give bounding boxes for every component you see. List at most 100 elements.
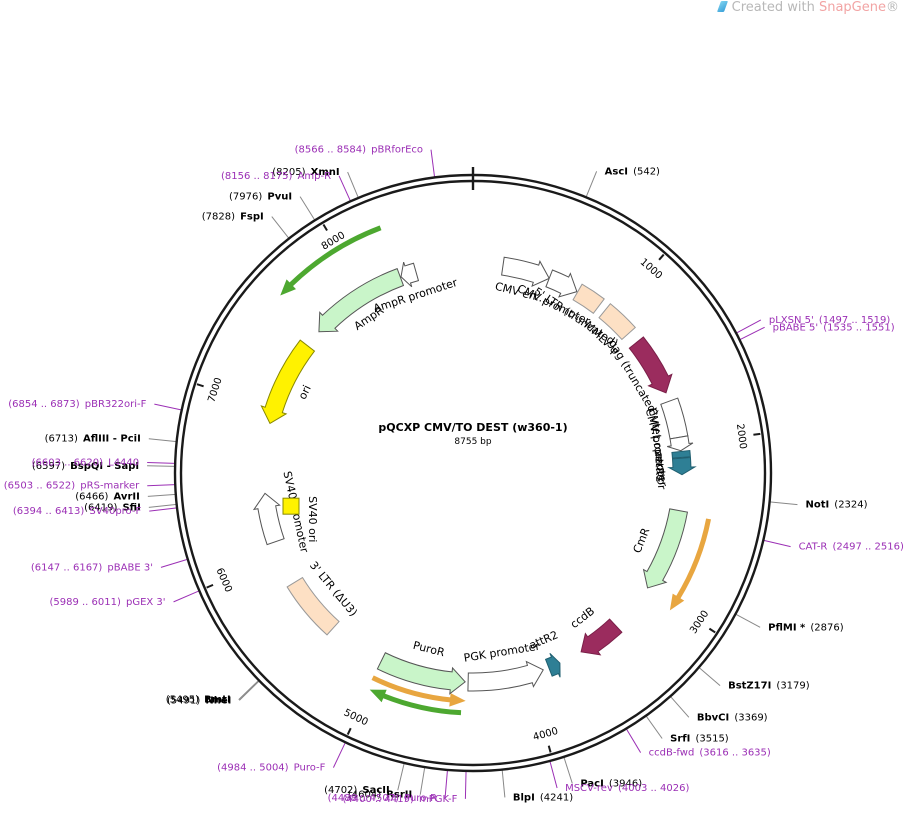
svg-text:CAT-R (2497 .. 2516): CAT-R (2497 .. 2516): [799, 536, 904, 555]
primer-pbr322ori-f[interactable]: (6854 .. 6873) pBR322ori-F: [8, 394, 146, 413]
tick-label: 3000: [688, 609, 711, 636]
site-rsrii[interactable]: (4604) RsrII: [348, 784, 412, 803]
svg-text:(4400 .. 4419) mPGK-F: (4400 .. 4419) mPGK-F: [342, 788, 457, 807]
enzyme-name: RsrII: [386, 790, 412, 801]
enzyme-leader: [347, 171, 359, 199]
feature-tet-operator[interactable]: tet operator: [649, 423, 691, 491]
primer-coord: (4003 .. 4026): [618, 783, 690, 794]
site-bbvci[interactable]: BbvCI (3369): [697, 707, 768, 726]
site-sacii[interactable]: (4702) SacII: [324, 780, 390, 799]
plasmid-length: 8755 bp: [454, 437, 491, 447]
primer-leader: [430, 149, 436, 178]
primer-puro-f[interactable]: (4984 .. 5004) Puro-F: [217, 757, 326, 776]
primer-pgex-3[interactable]: (5989 .. 6011) pGEX 3': [49, 591, 165, 610]
primer-pbrforeco[interactable]: (8566 .. 8584) pBRforEco: [295, 139, 423, 158]
svg-text:(6854 .. 6873) pBR322ori-F: (6854 .. 6873) pBR322ori-F: [8, 394, 146, 413]
enzyme-name: BmtI: [204, 695, 231, 706]
primer-coord: (4984 .. 5004): [217, 763, 289, 774]
plasmid-name: pQCXP CMV/TO DEST (w360-1): [378, 421, 567, 434]
primer-leader: [338, 175, 352, 202]
primer-prs-marker[interactable]: (6503 .. 6522) pRS-marker: [4, 475, 140, 494]
watermark: Created with SnapGene®: [716, 0, 899, 15]
primer-name: pBABE 3': [107, 562, 153, 573]
enzyme-leader: [271, 216, 290, 239]
site-asci[interactable]: AscI (542): [605, 161, 660, 180]
enzyme-name: NotI: [805, 500, 829, 511]
site-noti[interactable]: NotI (2324): [805, 494, 867, 513]
svg-text:(7828) FspI: (7828) FspI: [202, 206, 264, 225]
primer-mscv-rev[interactable]: MSCV-rev (4003 .. 4026): [565, 777, 689, 796]
feature-attr1[interactable]: attR1: [652, 452, 697, 482]
enzyme-name: AflIII - PciI: [83, 434, 141, 445]
feature-pgk-promoter[interactable]: PGK promoter: [463, 640, 544, 692]
svg-text:BlpI (4241): BlpI (4241): [513, 787, 573, 806]
primer-sv40pro-f[interactable]: (6394 .. 6413) SV40pro-F: [13, 501, 142, 520]
primer-leader: [464, 770, 467, 799]
svg-text:(5491) NheI: (5491) NheI: [167, 690, 231, 709]
enzyme-leader: [585, 171, 598, 198]
enzyme-coord: (4702): [324, 785, 357, 796]
feature-3-ltr-u3[interactable]: 3' LTR (ΔU3): [286, 559, 360, 636]
orf-arrow: [369, 689, 462, 716]
tick-label: 7000: [206, 376, 224, 404]
primer-coord: (6603 .. 6620): [32, 458, 104, 469]
primer-name: Amp-R: [298, 171, 332, 182]
tick-label: 2000: [734, 423, 748, 450]
primer-coord: (6503 .. 6522): [4, 481, 76, 492]
watermark-prefix: Created with: [731, 0, 819, 15]
tick-mark: [658, 253, 665, 261]
site-fspi[interactable]: (7828) FspI: [202, 206, 264, 225]
primer-name: SV40pro-F: [89, 506, 141, 517]
svg-text:AscI (542): AscI (542): [605, 161, 660, 180]
tick-label: 5000: [342, 707, 370, 728]
enzyme-name: BlpI: [513, 792, 535, 803]
feature-sv40-ori[interactable]: SV40 ori: [282, 496, 319, 542]
site-pvui[interactable]: (7976) PvuI: [229, 186, 292, 205]
primer-puro-r[interactable]: (4488 .. 4507) Puro-R: [328, 787, 438, 806]
site-nhei[interactable]: (5491) NheI: [167, 690, 231, 709]
svg-text:(6466) AvrII: (6466) AvrII: [75, 486, 140, 505]
svg-text:PacI (3946): PacI (3946): [580, 773, 642, 792]
orf-arrow: [371, 675, 466, 707]
site-xmni[interactable]: (8205) XmnI: [272, 162, 339, 181]
feature-cmr[interactable]: CmR: [631, 508, 689, 589]
site-pflmi[interactable]: PflMI * (2876): [768, 617, 844, 636]
enzyme-coord: (3179): [776, 681, 809, 692]
primer-ccdb-fwd[interactable]: ccdB-fwd (3616 .. 3635): [649, 742, 771, 761]
tick-mark: [196, 383, 204, 388]
primer-leader: [173, 590, 200, 603]
site-paci[interactable]: PacI (3946): [580, 773, 642, 792]
primer-pbabe-5[interactable]: pBABE 5' (1535 .. 1551): [773, 317, 895, 336]
primer-name: pBRforEco: [371, 145, 423, 156]
svg-text:(7976) PvuI: (7976) PvuI: [229, 186, 292, 205]
primer-l4440[interactable]: (6603 .. 6620) L4440: [32, 452, 140, 471]
enzyme-name: PacI: [580, 778, 603, 789]
site-bspqi-sapi[interactable]: (6597) BspQI - SapI: [32, 455, 139, 474]
feature-label: attR1: [652, 452, 666, 482]
feature-ori[interactable]: ori: [260, 339, 316, 425]
site-sfii[interactable]: (6419) SfiI: [84, 497, 141, 516]
enzyme-leader: [735, 613, 761, 628]
enzyme-leader: [501, 769, 506, 798]
site-avrii[interactable]: (6466) AvrII: [75, 486, 140, 505]
site-afliii-pcii[interactable]: (6713) AflIII - PciI: [45, 428, 141, 447]
primer-amp-r[interactable]: (8156 .. 8175) Amp-R: [221, 165, 331, 184]
enzyme-leader: [669, 695, 690, 718]
enzyme-coord: (3369): [734, 712, 767, 723]
enzyme-coord: (6597): [32, 461, 65, 472]
primer-name: Puro-R: [404, 793, 437, 804]
tick-mark: [708, 627, 716, 634]
site-bmti[interactable]: (5495) BmtI: [166, 689, 231, 708]
enzyme-leader: [397, 762, 405, 791]
primer-plxsn-5[interactable]: pLXSN 5' (1497 .. 1519): [769, 309, 890, 328]
primer-mpgk-f[interactable]: (4400 .. 4419) mPGK-F: [342, 788, 457, 807]
site-blpi[interactable]: BlpI (4241): [513, 787, 573, 806]
site-bstz17i[interactable]: BstZ17I (3179): [728, 675, 810, 694]
primer-cat-r[interactable]: CAT-R (2497 .. 2516): [799, 536, 904, 555]
primer-name: mPGK-F: [419, 794, 458, 805]
feature-ccdb[interactable]: ccdB: [568, 605, 623, 656]
site-srfi[interactable]: SrfI (3515): [670, 728, 729, 747]
enzyme-name: SfiI: [122, 502, 140, 513]
primer-pbabe-3[interactable]: (6147 .. 6167) pBABE 3': [31, 557, 153, 576]
site-labels: AscI (542) NotI (2324) PflMI * (2876) BstZ1…: [4, 139, 904, 807]
